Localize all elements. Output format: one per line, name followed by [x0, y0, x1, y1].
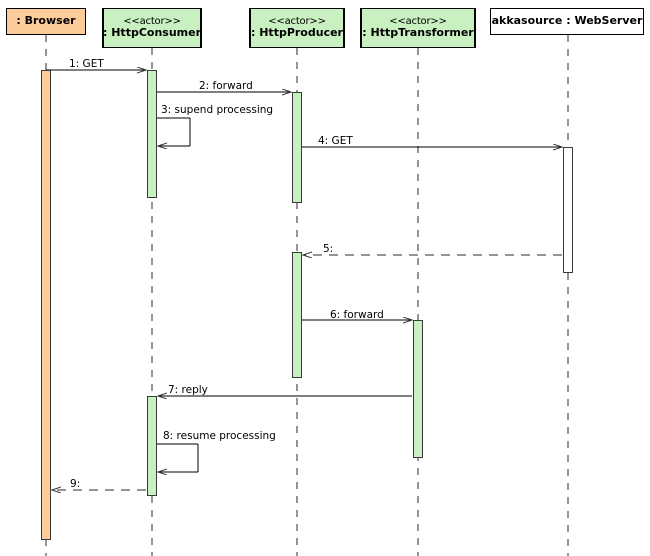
participant-name-httpconsumer: : HttpConsumer — [103, 26, 202, 40]
activation-bar-a-cons-1[interactable] — [147, 70, 157, 198]
participant-stereotype-httptransformer: <<actor>> — [389, 15, 447, 27]
participant-stereotype-httpproducer: <<actor>> — [268, 15, 326, 27]
activation-bar-a-prod-1[interactable] — [292, 92, 302, 203]
activation-bar-a-prod-2[interactable] — [292, 252, 302, 378]
message-label-7: 7: reply — [168, 384, 208, 396]
participant-head-browser[interactable]: : Browser — [6, 8, 86, 35]
message-label-1: 1: GET — [69, 58, 104, 70]
participant-head-webserver[interactable]: akkasource : WebServer — [490, 8, 644, 35]
participant-head-httptransformer[interactable]: <<actor>>: HttpTransformer — [360, 8, 476, 48]
participant-name-webserver: akkasource : WebServer — [491, 14, 643, 28]
message-label-2: 2: forward — [199, 80, 253, 92]
participant-name-browser: : Browser — [16, 14, 76, 28]
message-label-9: 9: — [70, 478, 81, 490]
participant-head-httpconsumer[interactable]: <<actor>>: HttpConsumer — [102, 8, 202, 48]
participant-head-httpproducer[interactable]: <<actor>>: HttpProducer — [249, 8, 345, 48]
message-label-8: 8: resume processing — [163, 430, 276, 442]
message-label-3: 3: supend processing — [161, 104, 274, 116]
message-arrows-group — [46, 70, 562, 490]
message-label-4: 4: GET — [318, 135, 353, 147]
lifelines-group — [45, 35, 569, 556]
participant-stereotype-httpconsumer: <<actor>> — [123, 15, 181, 27]
message-label-5: 5: — [323, 243, 334, 255]
activation-bar-a-trans-1[interactable] — [413, 320, 423, 458]
activation-bar-a-cons-2[interactable] — [147, 396, 157, 496]
message-label-6: 6: forward — [330, 309, 384, 321]
participant-name-httptransformer: : HttpTransformer — [362, 26, 474, 40]
activation-bar-a-web-1[interactable] — [563, 147, 573, 273]
activation-bar-a-browser[interactable] — [41, 70, 51, 540]
participant-name-httpproducer: : HttpProducer — [251, 26, 343, 40]
